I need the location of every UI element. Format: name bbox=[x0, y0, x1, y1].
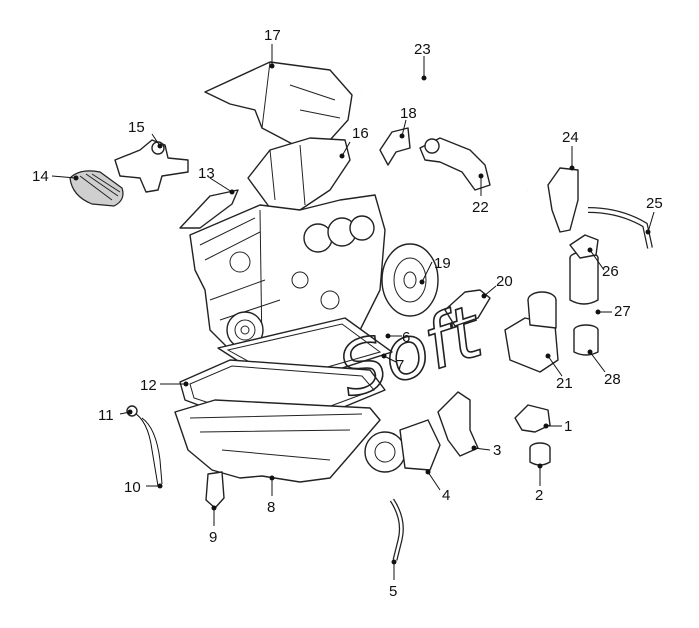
filter-27 bbox=[569, 251, 599, 305]
callout-28: 28 bbox=[604, 371, 621, 388]
callout-13: 13 bbox=[198, 165, 215, 182]
filter-28 bbox=[573, 324, 599, 356]
callout-7: 7 bbox=[396, 357, 404, 374]
sensor-20 bbox=[444, 289, 491, 327]
thermostat-housing-15 bbox=[114, 139, 189, 193]
callout-21: 21 bbox=[556, 375, 573, 392]
callout-12: 12 bbox=[140, 377, 157, 394]
callout-16: 16 bbox=[352, 125, 369, 142]
cap-2 bbox=[529, 442, 551, 466]
callout-19: 19 bbox=[434, 255, 451, 272]
bracket-18 bbox=[379, 127, 411, 166]
coolant-housing-22 bbox=[419, 137, 491, 191]
filter-14 bbox=[69, 170, 124, 207]
callout-10: 10 bbox=[124, 479, 141, 496]
callout-24: 24 bbox=[562, 129, 579, 146]
callout-22: 22 bbox=[472, 199, 489, 216]
callout-14: 14 bbox=[32, 168, 49, 185]
dipstick-10-11 bbox=[126, 405, 163, 487]
pipe-5 bbox=[389, 498, 404, 561]
intake-cover-16 bbox=[247, 137, 351, 211]
callout-15: 15 bbox=[128, 119, 145, 136]
leader-lines bbox=[51, 44, 655, 580]
pipe-25 bbox=[587, 207, 653, 249]
callout-23: 23 bbox=[414, 41, 431, 58]
callout-18: 18 bbox=[400, 105, 417, 122]
callout-20: 20 bbox=[496, 273, 513, 290]
callout-labels: 17 15 14 13 16 18 23 22 24 25 26 27 28 2… bbox=[32, 27, 663, 600]
pump-4 bbox=[364, 419, 441, 473]
hose-3 bbox=[437, 391, 479, 457]
callout-4: 4 bbox=[442, 487, 450, 504]
callout-25: 25 bbox=[646, 195, 663, 212]
plug-9 bbox=[205, 471, 225, 509]
engine-cover-17 bbox=[204, 61, 353, 149]
oil-pan-8 bbox=[174, 399, 381, 483]
bracket-24 bbox=[547, 167, 579, 233]
flywheel-19 bbox=[381, 243, 439, 317]
callout-26: 26 bbox=[602, 263, 619, 280]
callout-11: 11 bbox=[98, 407, 114, 424]
callout-8: 8 bbox=[267, 499, 275, 516]
callout-2: 2 bbox=[535, 487, 543, 504]
bracket-13 bbox=[179, 189, 239, 229]
callout-3: 3 bbox=[493, 442, 501, 459]
hose-23 bbox=[361, 76, 530, 191]
oil-filter-housing-21 bbox=[504, 291, 559, 373]
callout-5: 5 bbox=[389, 583, 397, 600]
bracket-1 bbox=[514, 404, 551, 433]
callout-17: 17 bbox=[264, 27, 281, 44]
callout-6: 6 bbox=[402, 329, 410, 346]
callout-1: 1 bbox=[564, 418, 572, 435]
callout-27: 27 bbox=[614, 303, 631, 320]
callout-9: 9 bbox=[209, 529, 217, 546]
